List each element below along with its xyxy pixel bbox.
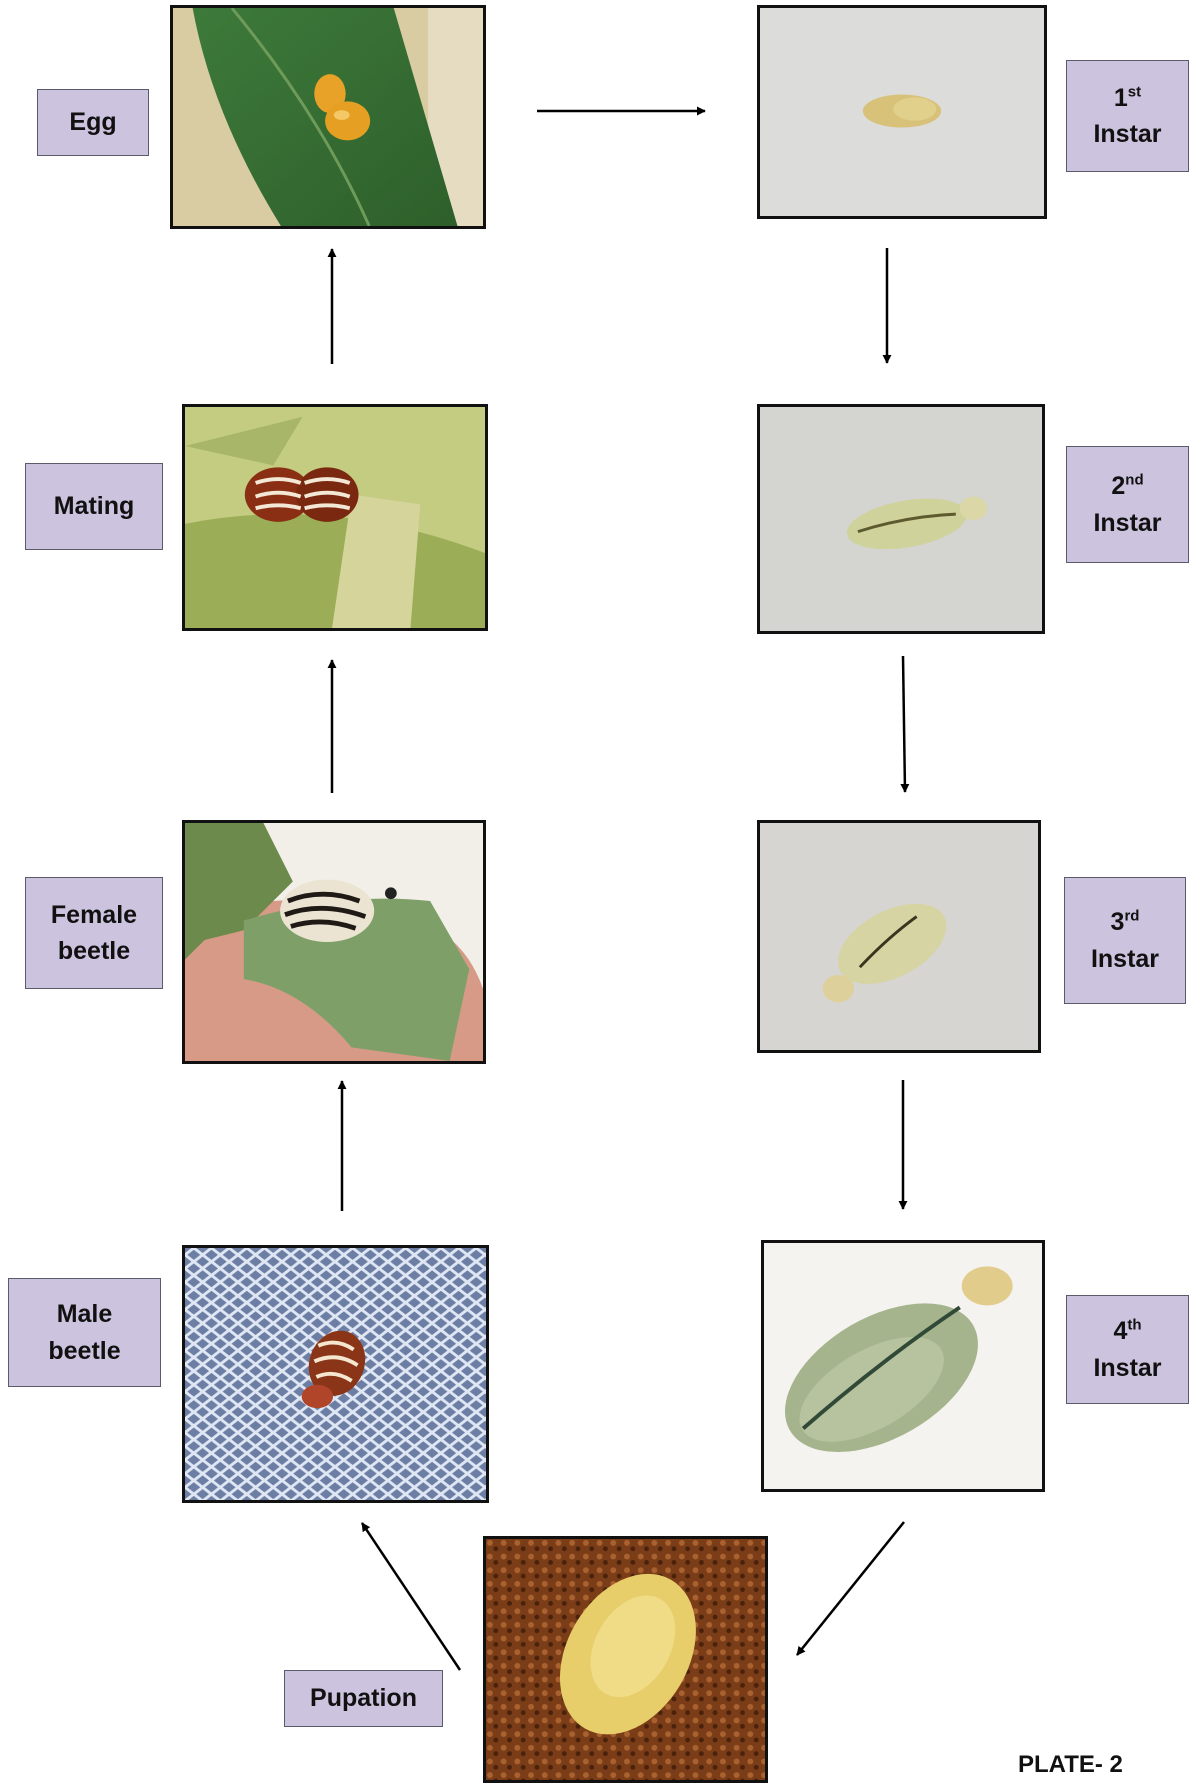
- arrow-instar4-to-pupation: [797, 1522, 904, 1655]
- arrow-instar2-to-instar3: [903, 656, 905, 792]
- arrow-pupation-to-male: [362, 1523, 460, 1670]
- plate-label: PLATE- 2: [1018, 1751, 1123, 1779]
